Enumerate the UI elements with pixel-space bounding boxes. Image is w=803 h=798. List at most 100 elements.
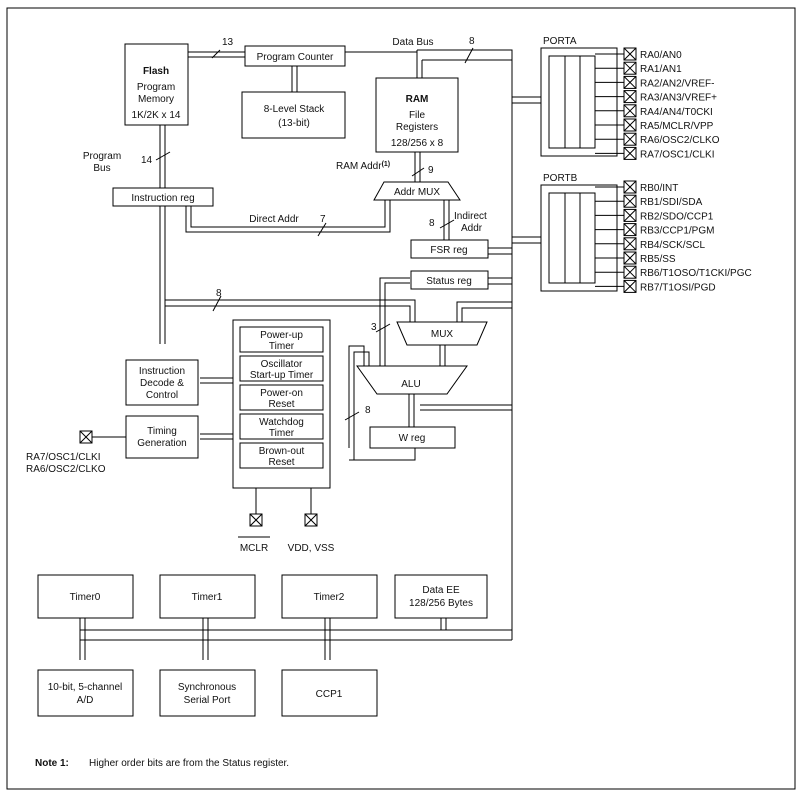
ssp-block: Synchronous Serial Port: [159, 669, 256, 717]
ccp1-label: CCP1: [316, 689, 343, 700]
timer-cell-line1: Watchdog: [259, 417, 304, 428]
decode-line3: Control: [146, 390, 178, 401]
mux-block: MUX: [396, 321, 488, 346]
flash-memory-block: Flash Program Memory 1K/2K x 14: [124, 43, 189, 126]
timer-cell-line1: Brown-out: [259, 446, 305, 457]
timer-cell-line1: Power-up: [260, 330, 303, 341]
portb-block: [540, 184, 618, 292]
program-bus-label2: Bus: [93, 163, 110, 174]
bw-program-bus: 14: [141, 155, 153, 166]
note-label: Note 1:: [35, 758, 69, 769]
timer1-block: Timer1: [159, 574, 256, 619]
instruction-reg-label: Instruction reg: [131, 193, 194, 204]
ram-block: RAM File Registers 128/256 x 8: [375, 77, 459, 153]
status-reg-label: Status reg: [426, 276, 472, 287]
program-counter-block: Program Counter: [244, 45, 346, 67]
indirect-addr-label2: Addr: [461, 223, 483, 234]
decode-line2: Decode &: [140, 378, 184, 389]
fsr-reg-block: FSR reg: [410, 239, 489, 259]
port-pin-label: RA7/OSC1/CLKI: [640, 149, 714, 160]
data-ee-block: Data EE 128/256 Bytes: [394, 574, 488, 619]
ram-addr-label: RAM Addr(1): [336, 161, 390, 172]
mux-label: MUX: [431, 329, 454, 340]
timing-line2: Generation: [137, 438, 186, 449]
timing-generation-block: Timing Generation: [125, 415, 199, 459]
data-bus-label: Data Bus: [392, 37, 433, 48]
status-reg-block: Status reg: [410, 270, 489, 290]
port-pin: RB4/SCK/SCL: [595, 237, 705, 251]
timer2-label: Timer2: [314, 592, 345, 603]
stack-line2: (13-bit): [278, 118, 310, 129]
indirect-addr-label1: Indirect: [454, 211, 487, 222]
w-reg-block: W reg: [369, 426, 456, 449]
portb-pins: RB0/INT RB1/SDI/SDA RB2/SDO/CCP1RB3/CCP1/P…: [595, 180, 752, 293]
bw-ram-addr: 9: [428, 165, 434, 176]
ram-title: RAM: [406, 94, 429, 105]
portb-label: PORTB: [543, 173, 578, 184]
port-pin: RA1/AN1: [595, 61, 682, 75]
timer0-label: Timer0: [70, 592, 101, 603]
decode-line1: Instruction: [139, 366, 185, 377]
port-pin: RA0/AN0: [595, 47, 682, 61]
port-pin-label: RA3/AN3/VREF+: [640, 93, 717, 104]
addr-mux-block: Addr MUX: [373, 181, 461, 201]
port-pin: RA7/OSC1/CLKI: [595, 146, 714, 160]
port-pin: RA3/AN3/VREF+: [595, 90, 717, 104]
timer-cell-line2: Timer: [269, 428, 295, 439]
porta-label: PORTA: [543, 36, 577, 47]
port-pin: RB6/T1OSO/T1CKI/PGC: [595, 265, 752, 279]
bw-instr-mux: 8: [216, 288, 222, 299]
timer0-block: Timer0: [37, 574, 134, 619]
port-pin-label: RB7/T1OSI/PGD: [640, 282, 716, 293]
timer1-label: Timer1: [192, 592, 223, 603]
ccp1-block: CCP1: [281, 669, 378, 717]
port-pin-label: RB3/CCP1/PGM: [640, 226, 714, 237]
port-pin-label: RB5/SS: [640, 254, 676, 265]
program-counter-label: Program Counter: [257, 52, 334, 63]
port-pin-label: RB2/SDO/CCP1: [640, 211, 714, 222]
port-pin: RA4/AN4/T0CKI: [595, 104, 713, 118]
alu-label: ALU: [401, 379, 420, 390]
bw-data-bus: 8: [469, 36, 475, 47]
port-pin-label: RA4/AN4/T0CKI: [640, 107, 713, 118]
bw-status-alu: 3: [371, 322, 377, 333]
port-pin-label: RB6/T1OSO/T1CKI/PGC: [640, 268, 752, 279]
flash-line3: 1K/2K x 14: [132, 110, 181, 121]
timer-cell-line2: Start-up Timer: [250, 370, 314, 381]
ram-line1: File: [409, 110, 426, 121]
port-pin-label: RA2/AN2/VREF-: [640, 78, 714, 89]
osc-pin: [79, 430, 93, 444]
port-pin: RA5/MCLR/VPP: [595, 118, 714, 132]
port-pin: RB0/INT: [595, 180, 678, 194]
ssp-line2: Serial Port: [184, 695, 231, 706]
addr-mux-label: Addr MUX: [394, 187, 440, 198]
port-pin-label: RB4/SCK/SCL: [640, 240, 705, 251]
data-ee-line1: Data EE: [422, 585, 460, 596]
stack-block: 8-Level Stack (13-bit): [241, 91, 346, 139]
direct-addr-label: Direct Addr: [249, 214, 299, 225]
ram-line3: 128/256 x 8: [391, 138, 444, 149]
timer2-block: Timer2: [281, 574, 378, 619]
bw-direct-addr: 7: [320, 214, 326, 225]
vdd-vss-pin: [304, 513, 318, 527]
timer-cell-line2: Reset: [268, 457, 294, 468]
port-pin-label: RA5/MCLR/VPP: [640, 121, 714, 132]
port-pin-label: RA1/AN1: [640, 64, 682, 75]
port-pin: RB2/SDO/CCP1: [595, 208, 714, 222]
bw-alu-feedback: 8: [365, 405, 371, 416]
port-pin: RB7/T1OSI/PGD: [595, 279, 716, 293]
fsr-reg-label: FSR reg: [430, 245, 467, 256]
data-ee-line2: 128/256 Bytes: [409, 598, 473, 609]
bus-width-marks: [155, 47, 474, 421]
osc-pin-label1: RA7/OSC1/CLKI: [26, 452, 100, 463]
port-pin: RA2/AN2/VREF-: [595, 75, 714, 89]
port-pin-label: RB1/SDI/SDA: [640, 197, 703, 208]
ad-converter-block: 10-bit, 5-channel A/D: [37, 669, 134, 717]
ram-line2: Registers: [396, 122, 438, 133]
